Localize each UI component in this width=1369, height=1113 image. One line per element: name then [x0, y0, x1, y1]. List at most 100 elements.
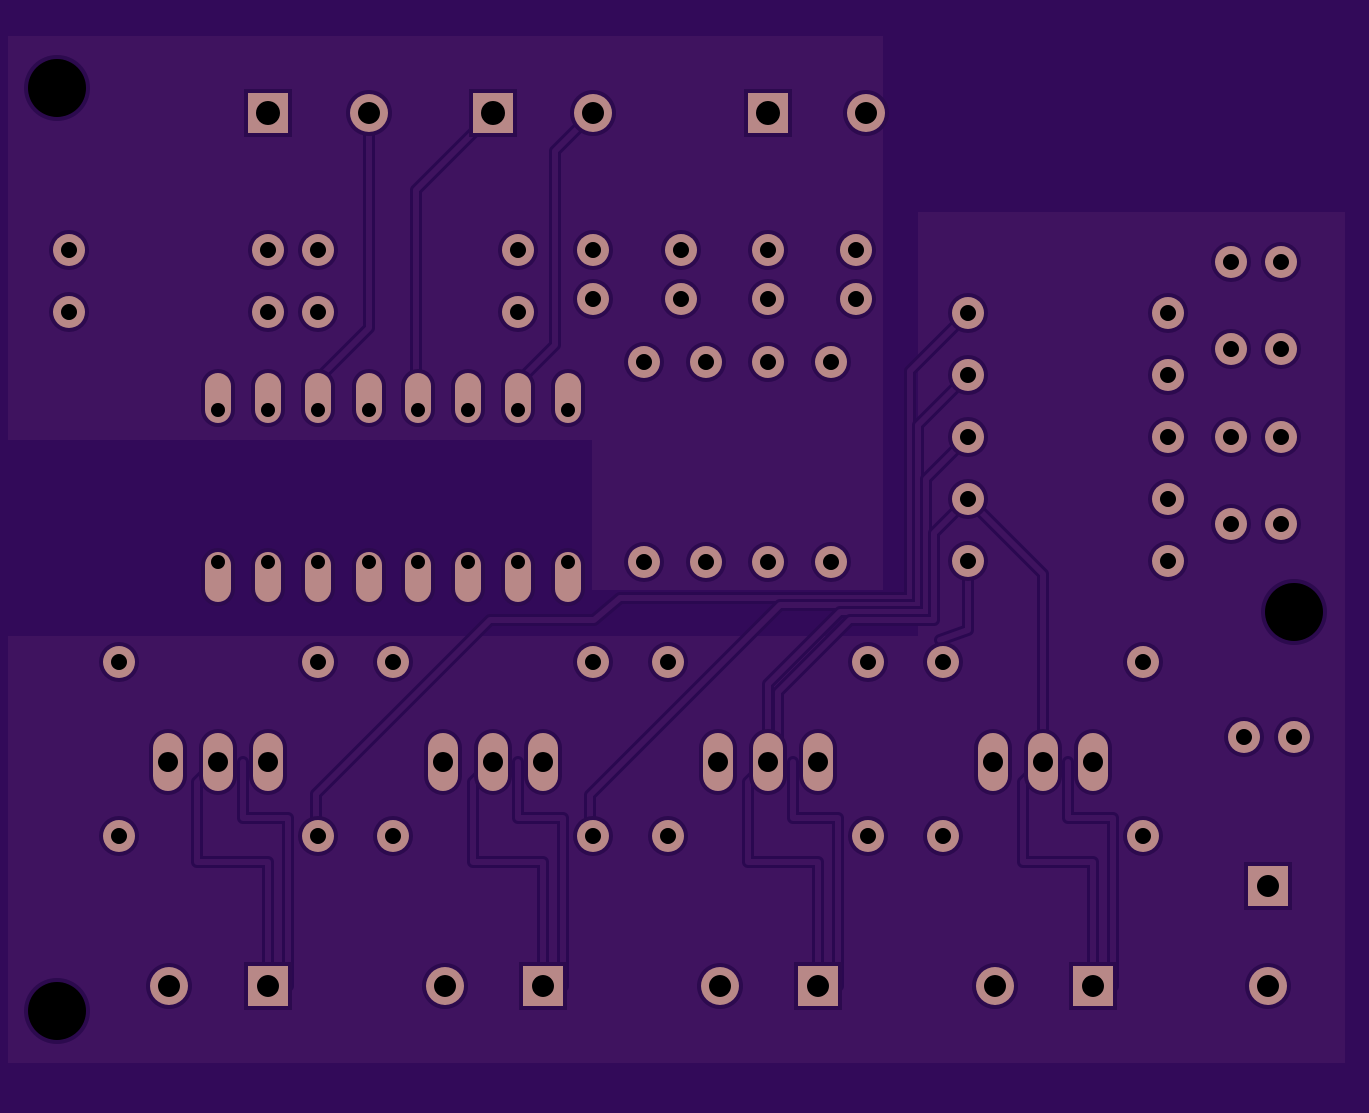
- mount-drill: [28, 59, 86, 117]
- round-pad: [686, 342, 726, 382]
- drill-hole: [585, 291, 601, 307]
- drill-hole: [756, 101, 780, 125]
- round-pad: [748, 342, 788, 382]
- drill-hole: [433, 752, 453, 772]
- round-pad: [661, 230, 701, 270]
- round-pad: [1148, 417, 1188, 457]
- round-pad: [697, 963, 743, 1009]
- round-pad: [373, 642, 413, 682]
- round-pad: [1211, 329, 1251, 369]
- drill-hole: [960, 491, 976, 507]
- round-pad: [972, 963, 1018, 1009]
- drill-hole: [1273, 341, 1289, 357]
- round-pad: [748, 542, 788, 582]
- round-pad: [498, 230, 538, 270]
- drill-hole: [561, 403, 575, 417]
- copper-trace: [775, 496, 971, 765]
- round-pad: [573, 816, 613, 856]
- oval-pad: [201, 369, 235, 427]
- drill-hole: [760, 554, 776, 570]
- round-pad: [1148, 479, 1188, 519]
- oval-pad: [749, 729, 787, 795]
- drill-hole: [1160, 305, 1176, 321]
- drill-hole: [960, 305, 976, 321]
- round-pad: [99, 816, 139, 856]
- drill-hole: [582, 102, 604, 124]
- drill-hole: [261, 555, 275, 569]
- round-pad: [573, 279, 613, 319]
- drill-hole: [61, 304, 77, 320]
- drill-hole: [1160, 491, 1176, 507]
- drill-hole: [1135, 654, 1151, 670]
- drill-hole: [760, 242, 776, 258]
- drill-hole: [310, 828, 326, 844]
- round-pad: [624, 542, 664, 582]
- drill-hole: [1257, 875, 1279, 897]
- drill-hole: [158, 975, 180, 997]
- round-pad: [1274, 717, 1314, 757]
- round-pad: [248, 292, 288, 332]
- round-pad: [1123, 642, 1163, 682]
- oval-pad: [501, 548, 535, 606]
- oval-pad: [149, 729, 187, 795]
- round-pad: [948, 541, 988, 581]
- round-pad: [1224, 717, 1264, 757]
- drill-hole: [561, 555, 575, 569]
- drill-hole: [855, 102, 877, 124]
- mounting-hole: [24, 978, 90, 1044]
- drill-hole: [461, 555, 475, 569]
- drill-hole: [960, 553, 976, 569]
- oval-pad: [551, 548, 585, 606]
- round-pad: [573, 642, 613, 682]
- drill-hole: [660, 654, 676, 670]
- mount-drill: [1265, 583, 1323, 641]
- drill-hole: [823, 554, 839, 570]
- drill-hole: [860, 654, 876, 670]
- round-pad: [573, 230, 613, 270]
- round-pad: [1211, 504, 1251, 544]
- drill-hole: [310, 654, 326, 670]
- drill-hole: [673, 291, 689, 307]
- drill-hole: [311, 403, 325, 417]
- mount-drill: [28, 982, 86, 1040]
- drill-hole: [260, 242, 276, 258]
- round-pad: [648, 816, 688, 856]
- round-pad: [49, 292, 89, 332]
- copper-trace: [313, 310, 971, 839]
- drill-hole: [585, 828, 601, 844]
- drill-hole: [673, 242, 689, 258]
- square-pad: [244, 962, 292, 1010]
- drill-hole: [1236, 729, 1252, 745]
- drill-hole: [760, 354, 776, 370]
- oval-pad: [199, 729, 237, 795]
- drill-hole: [434, 975, 456, 997]
- round-pad: [624, 342, 664, 382]
- drill-hole: [532, 975, 554, 997]
- drill-hole: [660, 828, 676, 844]
- drill-hole: [211, 555, 225, 569]
- round-pad: [948, 417, 988, 457]
- round-pad: [748, 230, 788, 270]
- round-pad: [1211, 417, 1251, 457]
- drill-hole: [848, 291, 864, 307]
- drill-hole: [960, 429, 976, 445]
- drill-hole: [636, 354, 652, 370]
- round-pad: [661, 279, 701, 319]
- oval-pad: [474, 729, 512, 795]
- drill-hole: [709, 975, 731, 997]
- drill-hole: [698, 554, 714, 570]
- copper-traces: [191, 107, 1119, 992]
- drill-hole: [533, 752, 553, 772]
- drill-hole: [698, 354, 714, 370]
- copper-trace: [937, 558, 971, 643]
- oval-pad: [251, 548, 285, 606]
- drill-hole: [585, 654, 601, 670]
- round-pad: [836, 230, 876, 270]
- drill-hole: [483, 752, 503, 772]
- drill-hole: [211, 403, 225, 417]
- round-pad: [811, 542, 851, 582]
- oval-pad: [974, 729, 1012, 795]
- drill-hole: [1135, 828, 1151, 844]
- drill-hole: [1257, 975, 1279, 997]
- drill-hole: [461, 403, 475, 417]
